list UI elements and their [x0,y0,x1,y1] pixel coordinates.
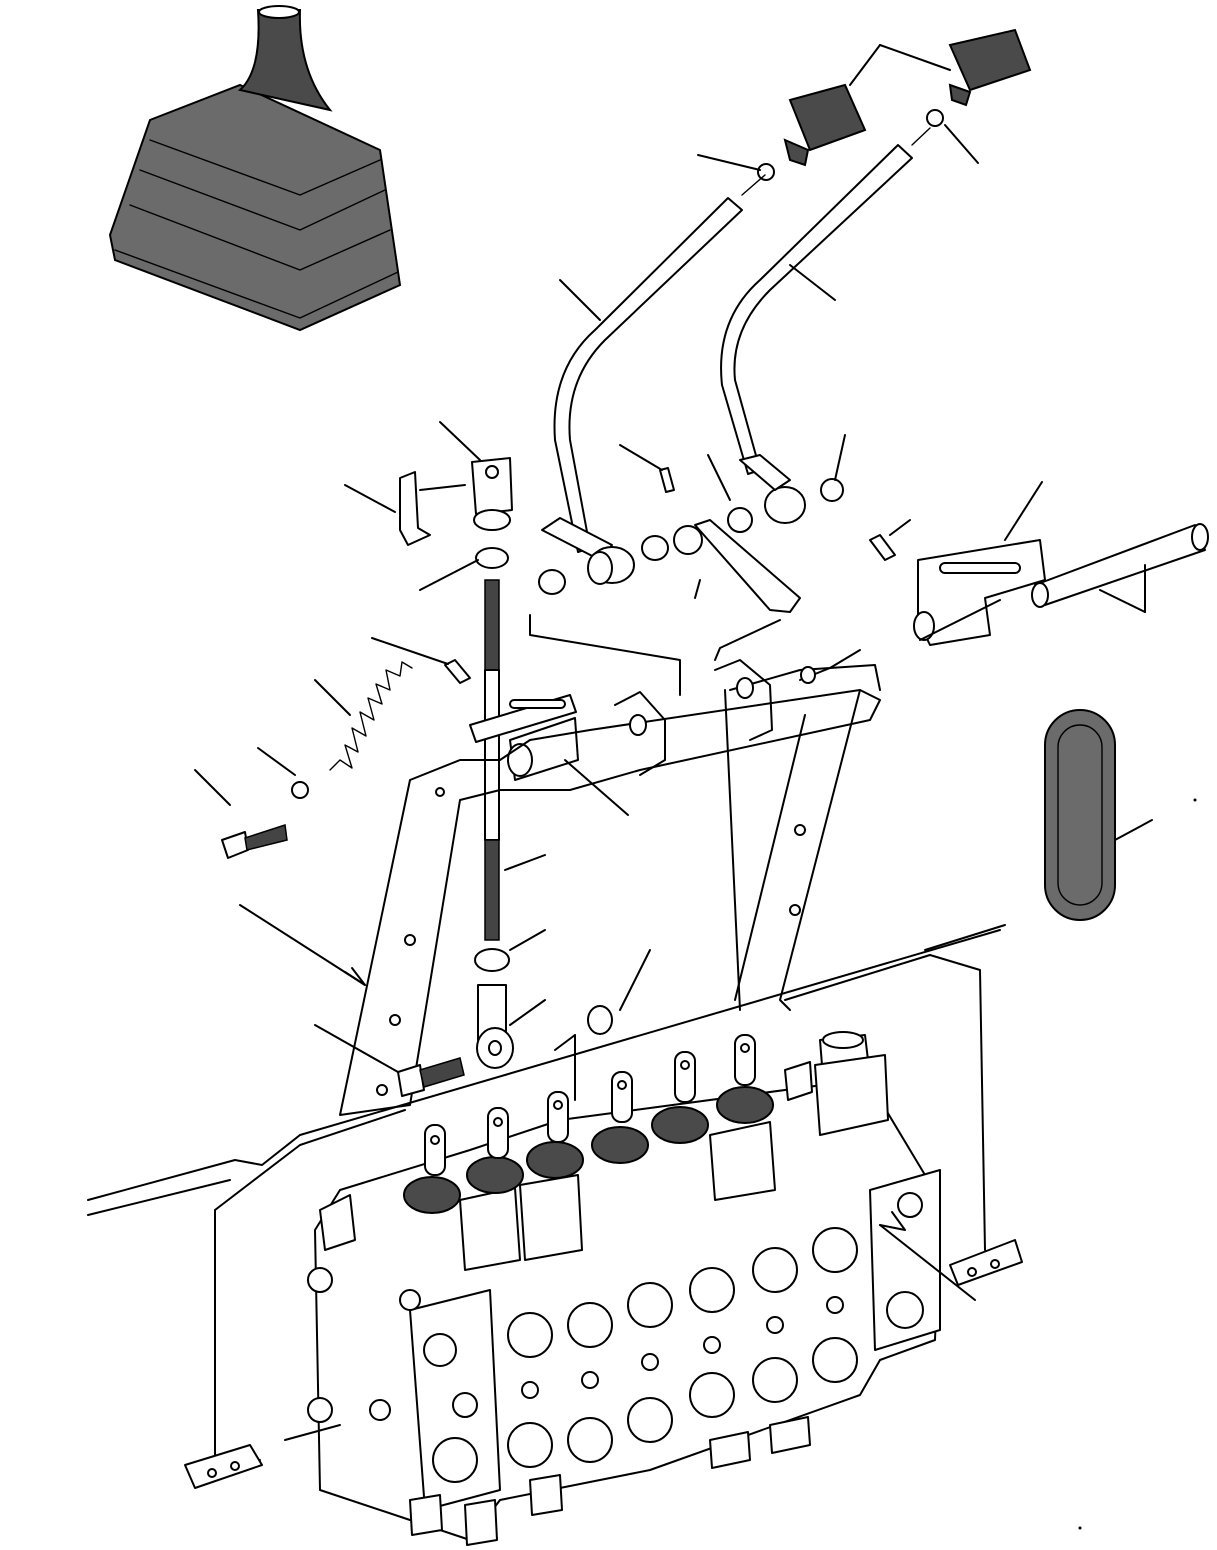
control-knob-right [948,28,1032,107]
bolt-and-washer [221,781,309,859]
lever-boot [108,5,402,332]
control-lever-right [720,127,931,475]
lower-clevis [239,854,651,1101]
pivot-bracket-right [869,481,1046,646]
threaded-rod [419,547,509,941]
pin [371,637,471,684]
stray-dot [1078,1526,1082,1530]
control-valve-bank [284,1031,976,1546]
pivot-pin [919,523,1209,641]
base-plate [87,924,1023,1489]
knob-nuts [697,44,979,181]
control-knob-left [783,83,867,167]
grommet [1044,709,1153,921]
pivot-bracket-center [469,694,629,816]
support-frame [339,614,881,1116]
clevis-assembly [344,421,513,546]
spring [194,661,413,806]
stray-dot [1193,798,1197,802]
pivot-hubs [538,434,846,613]
